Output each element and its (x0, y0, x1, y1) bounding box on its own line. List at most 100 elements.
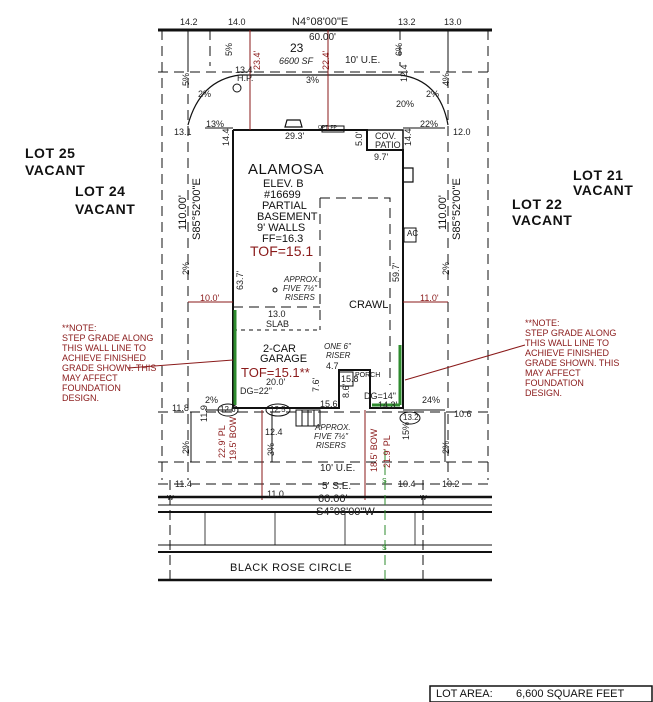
grade-14-0: 14.0 (228, 17, 246, 27)
setback-top-left: 23.4' (252, 50, 262, 70)
slab-label: SLAB (266, 319, 290, 329)
one-riser-1: ONE 6" (324, 342, 351, 351)
slope-2-bottom: 2% (181, 440, 191, 454)
step-grade-walls (233, 310, 402, 407)
cov-patio-2: PATIO (375, 140, 401, 150)
lot-21-label: LOT 21 (573, 167, 624, 183)
dg-right: DG=14" (364, 391, 396, 401)
setback-top-right: 22.4' (321, 50, 331, 70)
patio-side: 5.0' (354, 131, 364, 146)
grade-12-4-bottom: 12.4 (265, 427, 283, 437)
lot-area-sf: 6600 SF (279, 56, 314, 66)
sewer-mark: S (382, 478, 387, 485)
grade-13-2-bottom: 13.2 (403, 413, 419, 422)
ac-unit: AC (407, 229, 419, 238)
grade-12-4: 12.4 (399, 64, 409, 82)
dg-left: DG=22" (240, 386, 272, 396)
depth-right: 110.00' (437, 195, 449, 230)
slope-2-topright: 2% (426, 89, 440, 99)
note-left-title: **NOTE: (62, 323, 97, 333)
porch-side: 7.6' (311, 377, 321, 392)
porch-elev: 15.8 (341, 374, 359, 384)
slope-2-topleft: 2% (198, 89, 212, 99)
lot-21-status: VACANT (573, 182, 634, 198)
lot-lines (158, 30, 492, 485)
risers-top-3: RISERS (285, 293, 315, 302)
risers-bot-3: RISERS (316, 441, 346, 450)
slope-4-right: 4% (441, 72, 451, 86)
note-left-body: STEP GRADE ALONG THIS WALL LINE TO ACHIE… (62, 333, 157, 403)
top-bearing: N4°08'00"E (292, 16, 349, 28)
lot-area-label: LOT AREA: (436, 688, 493, 700)
porch-elev-bottom: 15.6 (320, 399, 338, 409)
slope-3-top: 3% (306, 75, 320, 85)
grade-11-8: 11.8 (172, 403, 189, 413)
width-bottom-left: 20.0' (266, 377, 286, 387)
street-curb (158, 495, 492, 582)
grade-11-4: 11.4 (175, 479, 192, 489)
grade-10-6: 10.6 (454, 409, 472, 419)
risers-bot-1: APPROX. (315, 423, 351, 432)
lot-area-box (429, 685, 653, 702)
bottom-bearing: S4°08'00"W (316, 506, 375, 518)
side-right: 59.7' (391, 262, 401, 282)
frontage-bottom: 60.00' (318, 493, 348, 505)
bow-right: 18.5' BOW (369, 428, 379, 472)
water-mark-left: W (167, 495, 174, 502)
slope-2-bottomright: 2% (441, 440, 451, 454)
swale-curve (187, 74, 449, 126)
slope-15: 15% (401, 421, 411, 440)
slope-5-left: 5% (181, 72, 191, 86)
grade-12-6: 12.6 (220, 405, 236, 414)
grade-14-2: 14.2 (180, 17, 198, 27)
risers-bot-2: FIVE 7½" (314, 432, 348, 441)
patio-depth: 9.7' (374, 152, 389, 162)
slope-2-left: 2% (181, 261, 191, 275)
grade-11-9: 11.9 (199, 405, 209, 422)
slope-13: 13% (206, 119, 225, 129)
lot-22-status: VACANT (512, 212, 573, 228)
one-riser-2: RISER (326, 351, 351, 360)
porch-side-2: 8.6' (341, 383, 351, 398)
note-right-body: STEP GRADE ALONG THIS WALL LINE TO ACHIE… (525, 328, 620, 398)
grade-13-0: 13.0 (444, 17, 462, 27)
grade-13-2: 13.2 (398, 17, 416, 27)
cov-patio: COV. (375, 131, 397, 141)
finished-floor: FF=16.3 (262, 233, 304, 245)
lot-24-status: VACANT (75, 201, 136, 217)
opt-fp: OPT. FP (318, 125, 337, 131)
risers-top-1: APPROX. (284, 275, 320, 284)
lot-22-label: LOT 22 (512, 196, 563, 212)
house-model: ALAMOSA (248, 161, 325, 178)
hp-label: H.P. (237, 73, 254, 83)
crawl-label: CRAWL (349, 299, 389, 311)
grade-10-4: 10.4 (398, 479, 416, 489)
garage-tof: TOF=15.1** (241, 365, 310, 380)
side-left: 63.7' (235, 270, 245, 290)
frontage-top: 60.00' (309, 32, 336, 43)
garage-size: 2-CAR (263, 343, 297, 355)
slope-2-right: 2% (441, 261, 451, 275)
grade-12-0: 12.0 (453, 127, 471, 137)
house-elevation: ELEV. B (263, 178, 304, 190)
bearing-left: S85°52'00"E (191, 178, 203, 240)
porch-label: PORCH (355, 372, 381, 379)
lot-number: 23 (290, 41, 304, 55)
wall-height: 9' WALLS (257, 222, 306, 234)
setback-left: 10.0' (200, 293, 220, 303)
basement-label: BASEMENT (257, 211, 318, 223)
bearing-right: S85°52'00"E (451, 178, 463, 240)
ue-bottom: 10' U.E. (320, 463, 356, 474)
lot-25-status: VACANT (25, 162, 86, 178)
sewer-mark-2: S (382, 545, 387, 552)
plan-number: #16699 (264, 189, 301, 201)
width-bottom-right: 14.3' (378, 400, 398, 410)
pl-left: 22.9' PL (217, 425, 227, 458)
grade-11-0: 11.0 (267, 489, 284, 499)
pl-right: 21.9' PL (382, 435, 392, 468)
ue-top: 10' U.E. (345, 55, 381, 66)
slope-24: 24% (422, 395, 441, 405)
water-mark-right: W (420, 495, 427, 502)
slope-6-top: 6% (394, 42, 404, 56)
